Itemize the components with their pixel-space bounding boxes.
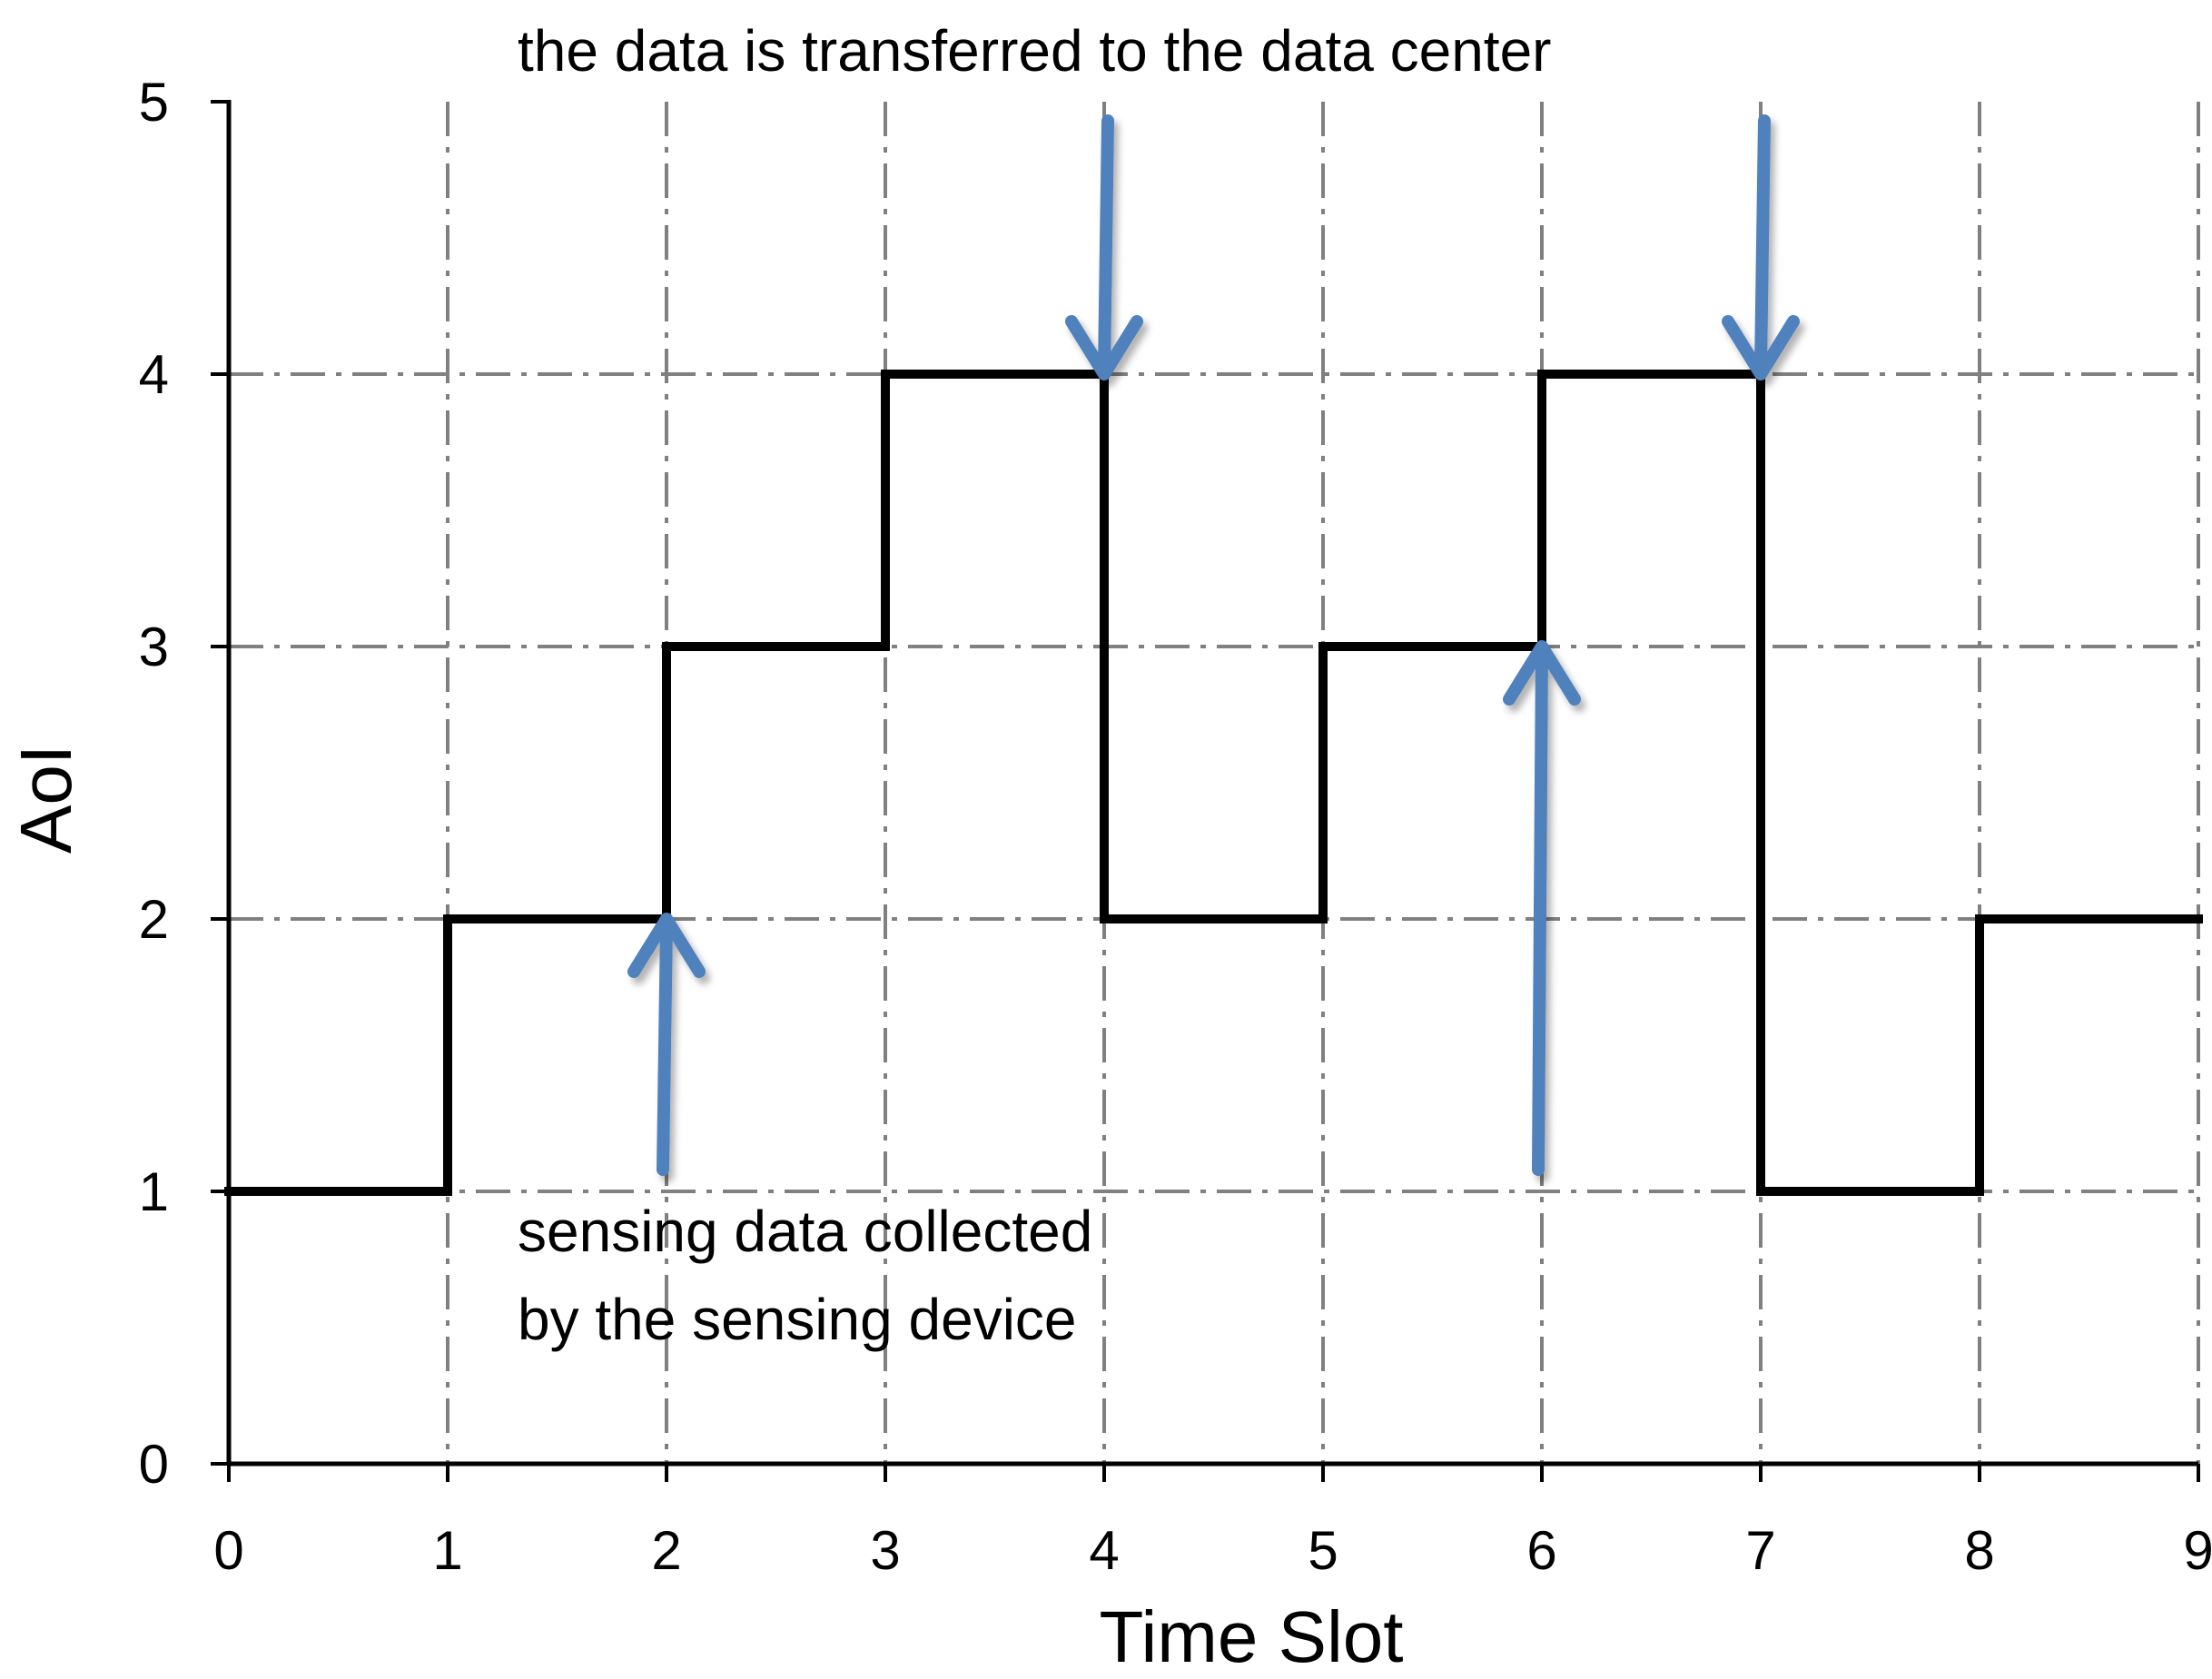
y-tick-label-0: 0 <box>139 1434 169 1495</box>
axes <box>226 100 2198 1467</box>
x-tick-label-3: 3 <box>870 1520 900 1581</box>
y-axis-label: AoI <box>5 745 86 854</box>
x-tick-label-9: 9 <box>2183 1520 2212 1581</box>
ticks: 0 1 2 3 4 5 6 7 8 9 0 1 2 3 4 5 <box>139 72 2212 1581</box>
collect-arrow-0 <box>627 913 706 1176</box>
x-tick-label-0: 0 <box>213 1520 243 1581</box>
series-line-0 <box>224 370 2203 1196</box>
annotation-arrows <box>627 114 1800 1176</box>
x-tick-label-5: 5 <box>1308 1520 1338 1581</box>
y-tick-label-2: 2 <box>139 889 169 950</box>
x-tick-label-6: 6 <box>1526 1520 1556 1581</box>
y-tick-label-3: 3 <box>139 617 169 677</box>
x-tick-label-1: 1 <box>432 1520 462 1581</box>
x-axis-label: Time Slot <box>1100 1596 1404 1677</box>
y-tick-label-4: 4 <box>139 344 169 405</box>
y-tick-label-1: 1 <box>139 1161 169 1222</box>
collect-annotation-line-2: by the sensing device <box>518 1287 1077 1352</box>
y-tick-label-5: 5 <box>139 72 169 133</box>
collect-annotation-line-1: sensing data collected <box>518 1199 1092 1264</box>
transfer-annotation: the data is transferred to the data cent… <box>518 18 1551 84</box>
collect-arrow-1 <box>1503 640 1581 1176</box>
x-tick-label-8: 8 <box>1964 1520 1994 1581</box>
x-tick-label-2: 2 <box>651 1520 681 1581</box>
x-tick-label-4: 4 <box>1089 1520 1119 1581</box>
transfer-arrow-0 <box>1065 114 1143 380</box>
x-tick-label-7: 7 <box>1745 1520 1775 1581</box>
transfer-arrow-1 <box>1722 114 1800 380</box>
series-layer <box>224 370 2203 1196</box>
